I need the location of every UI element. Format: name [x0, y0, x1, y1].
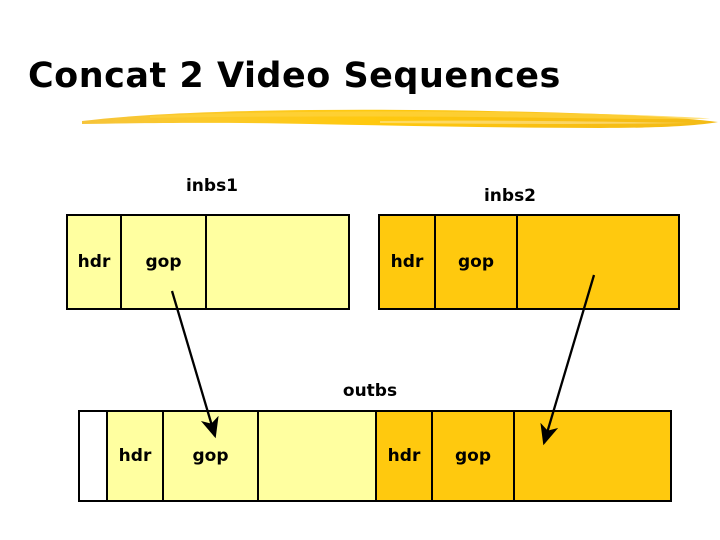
cell-outbs-tail-1: [259, 412, 377, 500]
cell-inbs2-hdr: hdr: [380, 216, 436, 308]
cell-inbs1-tail: [207, 216, 348, 308]
cell-inbs2-gop: gop: [436, 216, 518, 308]
cell-inbs1-gop: gop: [122, 216, 207, 308]
title-underline-swoosh: [82, 109, 718, 128]
label-inbs1: inbs1: [185, 176, 239, 196]
cell-outbs-hdr-2: hdr: [377, 412, 433, 500]
label-inbs2: inbs2: [483, 186, 537, 206]
label-outbs: outbs: [342, 381, 398, 401]
page-title: Concat 2 Video Sequences: [28, 56, 561, 96]
cell-outbs-tail-2: [515, 412, 670, 500]
bar-outbs: hdr gop hdr gop: [78, 410, 672, 502]
cell-outbs-gop-2: gop: [433, 412, 515, 500]
bar-inbs1: hdr gop: [66, 214, 350, 310]
bar-inbs2: hdr gop: [378, 214, 680, 310]
cell-outbs-hdr-1: hdr: [108, 412, 164, 500]
cell-outbs-pad: [80, 412, 108, 500]
cell-inbs2-tail: [518, 216, 678, 308]
cell-inbs1-hdr: hdr: [68, 216, 122, 308]
cell-outbs-gop-1: gop: [164, 412, 259, 500]
